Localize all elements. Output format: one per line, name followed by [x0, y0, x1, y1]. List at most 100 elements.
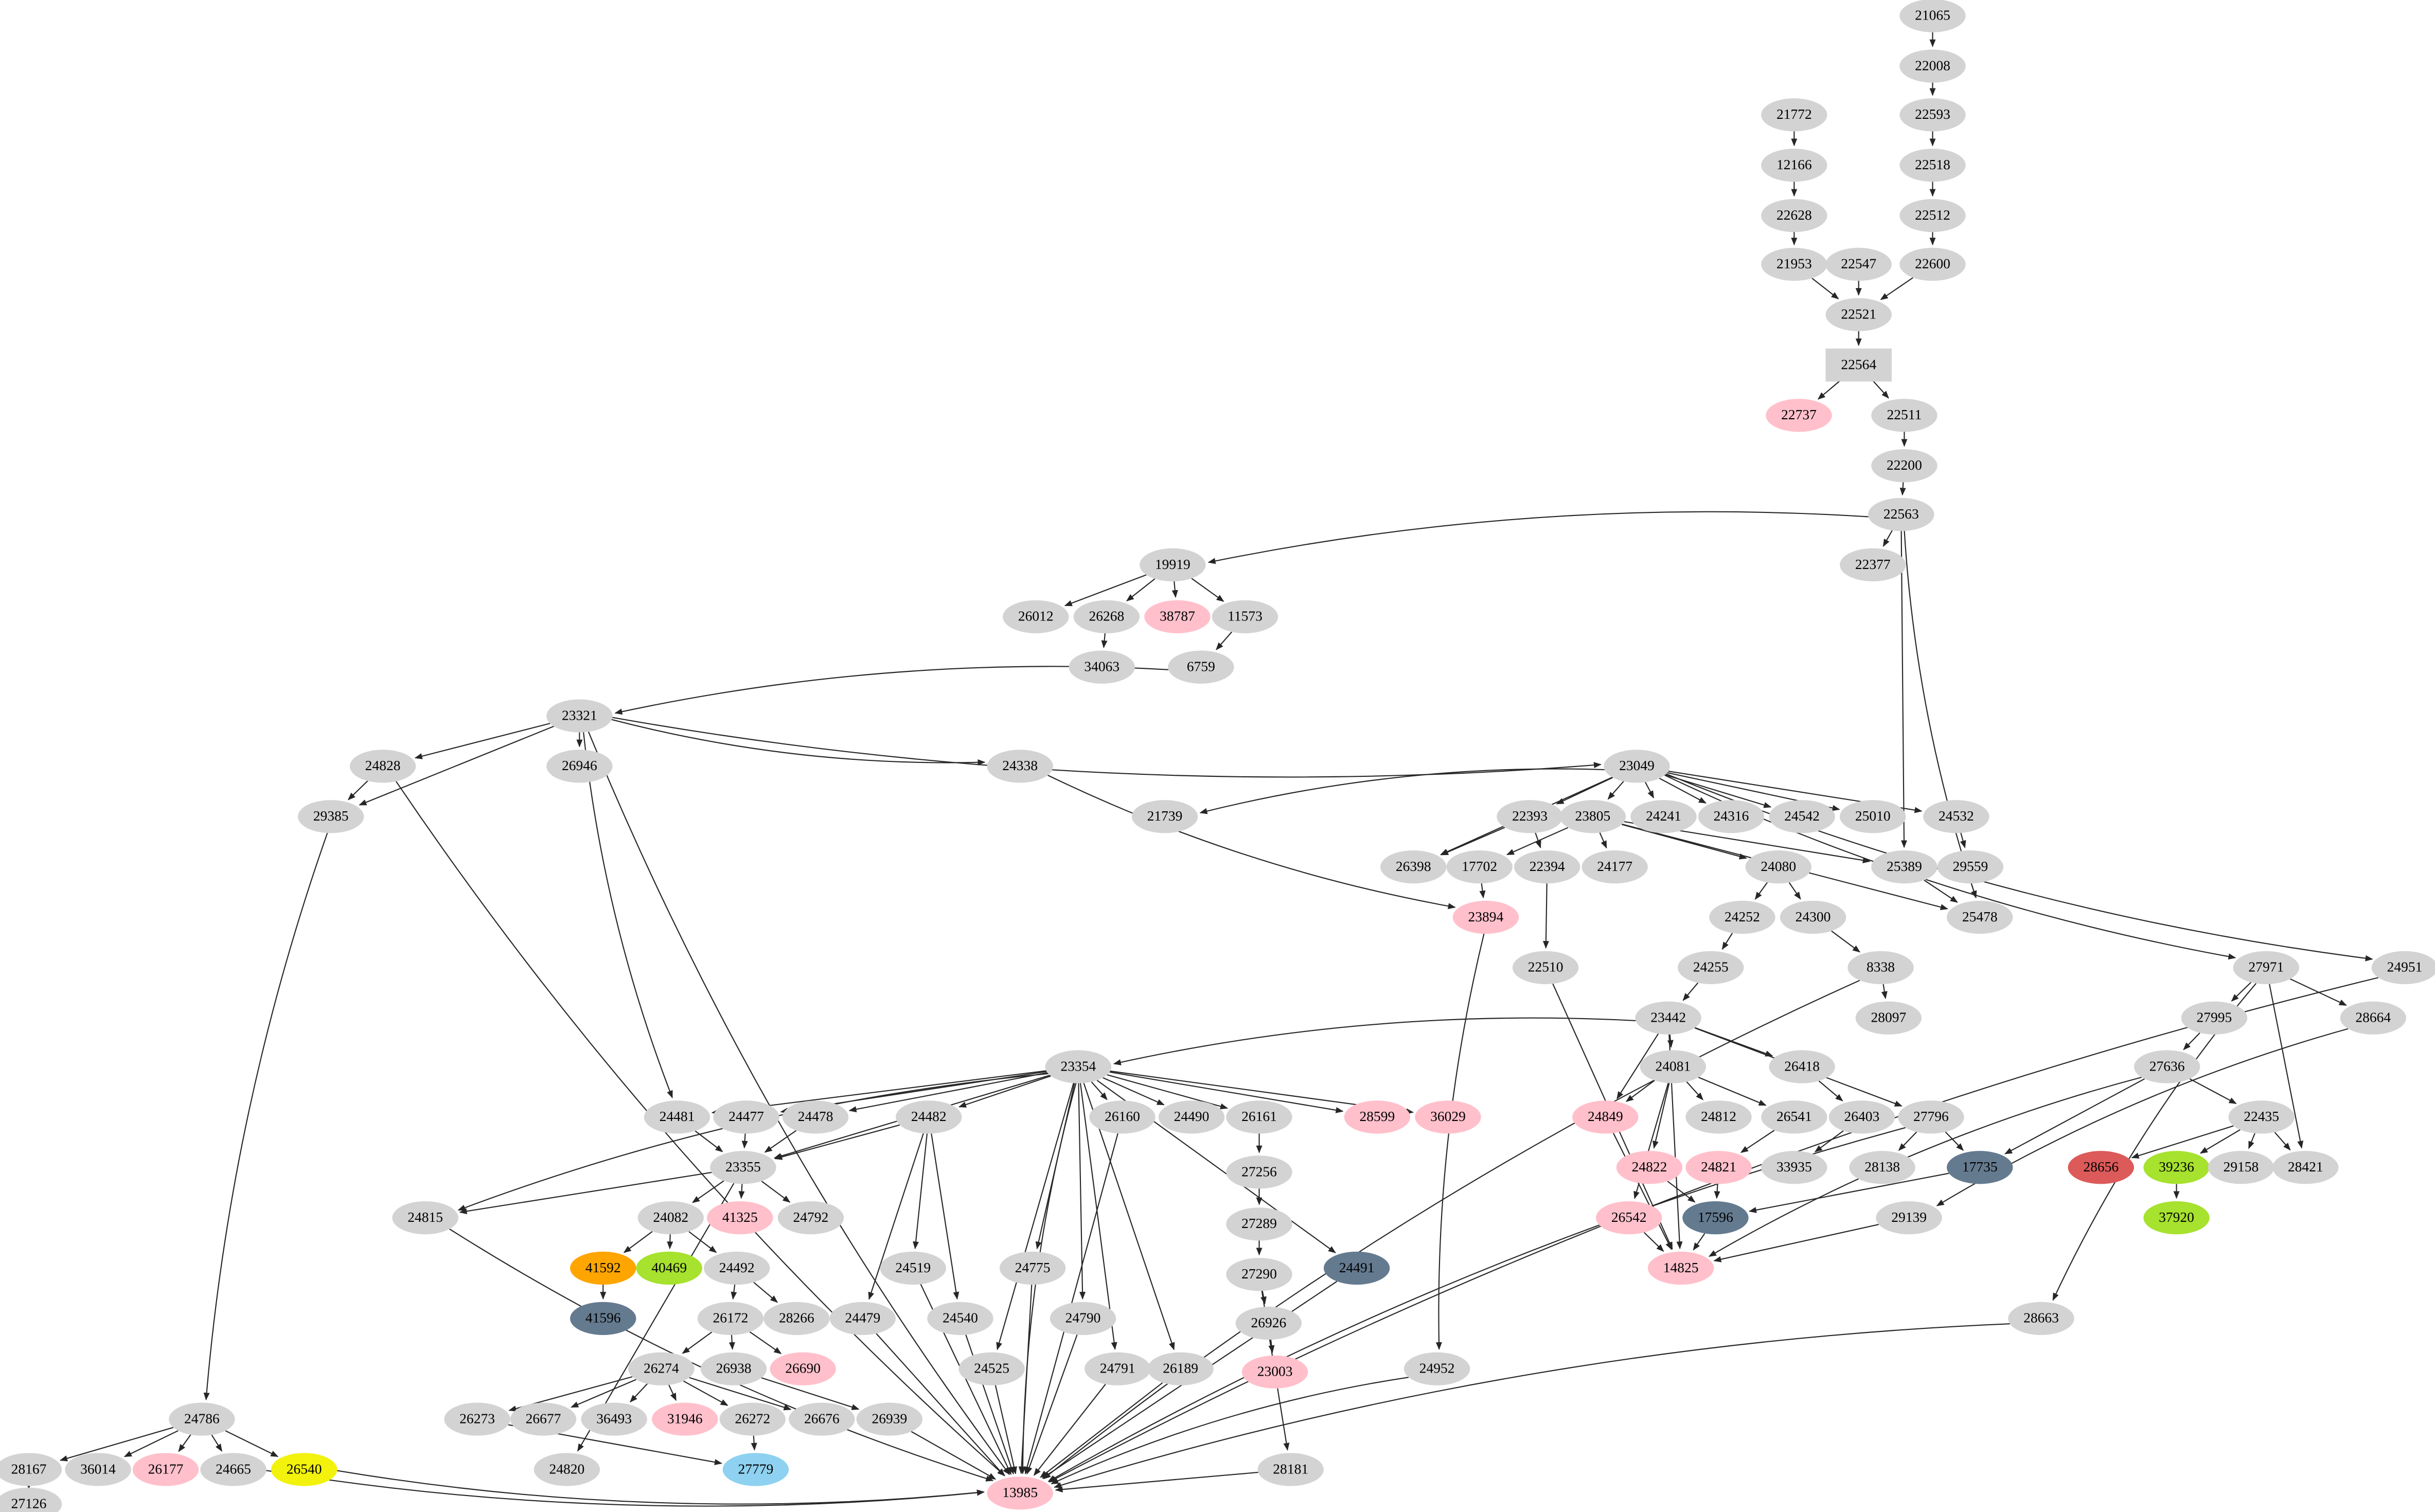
graph-edge-24821-17596	[1714, 1184, 1720, 1199]
graph-edge-19919-38787	[1171, 581, 1178, 598]
node-shape-23355	[710, 1151, 776, 1184]
node-shape-24241	[1630, 800, 1697, 833]
node-shape-24812	[1685, 1100, 1752, 1134]
graph-edge-23354-24791	[1079, 1083, 1117, 1350]
graph-node-24786: 24786	[169, 1402, 235, 1436]
node-shape-22377	[1840, 548, 1906, 582]
node-shape-17596	[1682, 1201, 1749, 1235]
node-shape-25010	[1840, 800, 1906, 833]
graph-node-24828: 24828	[349, 750, 416, 783]
graph-node-26676: 26676	[789, 1402, 855, 1436]
graph-edge-22563-25478	[1904, 530, 1977, 899]
graph-edge-24492-28266	[753, 1282, 778, 1303]
graph-edge-23805-17702	[1506, 827, 1569, 856]
graph-edge-22600-22521	[1880, 277, 1914, 300]
node-shape-24828	[349, 750, 416, 783]
node-shape-24082	[637, 1201, 704, 1235]
graph-edge-26540-13985	[337, 1470, 985, 1505]
graph-node-26177: 26177	[132, 1453, 199, 1486]
graph-node-27126: 27126	[0, 1487, 62, 1512]
graph-edge-24300-8338	[1831, 930, 1861, 953]
graph-node-40469: 40469	[636, 1251, 702, 1285]
node-shape-24786	[169, 1402, 235, 1436]
node-shape-29385	[297, 800, 364, 833]
node-shape-27636	[2134, 1050, 2200, 1083]
graph-edge-24252-24255	[1721, 933, 1733, 950]
graph-node-13985: 13985	[987, 1477, 1053, 1510]
graph-edge-26418-26403	[1818, 1080, 1843, 1101]
graph-node-24479: 24479	[829, 1302, 896, 1335]
graph-edge-24082-41592	[623, 1231, 653, 1253]
graph-edge-24786-26177	[178, 1434, 191, 1452]
graph-edge-8338-28097	[1881, 984, 1888, 1000]
node-shape-28421	[2272, 1151, 2339, 1184]
graph-node-22564: 22564	[1825, 348, 1892, 382]
node-shape-24542	[1769, 800, 1835, 833]
graph-node-23355: 23355	[710, 1151, 776, 1184]
graph-edge-26403-33935	[1814, 1130, 1844, 1152]
graph-edge-26172-26690	[749, 1331, 782, 1355]
node-shape-41596	[570, 1302, 636, 1335]
node-shape-22737	[1766, 399, 1832, 432]
node-shape-27290	[1226, 1258, 1292, 1291]
graph-edge-29139-14825	[1713, 1224, 1879, 1262]
graph-edge-23354-24525	[996, 1083, 1074, 1350]
node-shape-24490	[1158, 1100, 1225, 1134]
graph-edge-24482-24540	[931, 1133, 959, 1300]
node-shape-23894	[1452, 900, 1519, 934]
graph-node-26272: 26272	[719, 1402, 786, 1436]
node-shape-22200	[1871, 449, 1938, 483]
graph-edge-27995-27636	[2183, 1032, 2200, 1051]
graph-node-22547: 22547	[1825, 247, 1892, 281]
graph-node-27995: 27995	[2181, 1001, 2248, 1035]
graph-node-22394: 22394	[1514, 850, 1580, 884]
graph-edge-24786-24665	[211, 1434, 223, 1452]
graph-node-27796: 27796	[1898, 1100, 1964, 1134]
node-shape-26946	[546, 750, 613, 783]
graph-node-11573: 11573	[1212, 600, 1278, 633]
node-shape-28664	[2340, 1001, 2407, 1035]
node-shape-24540	[927, 1302, 993, 1335]
graph-node-23894: 23894	[1452, 900, 1519, 934]
graph-node-22593: 22593	[1899, 98, 1966, 132]
graph-node-26403: 26403	[1828, 1100, 1895, 1134]
graph-edge-29385-24786	[203, 832, 328, 1401]
graph-edge-24481-23355	[695, 1130, 723, 1152]
node-shape-22628	[1761, 199, 1827, 233]
node-shape-26273	[444, 1402, 510, 1436]
node-shape-24519	[880, 1251, 946, 1285]
graph-edge-24492-26172	[731, 1284, 737, 1300]
graph-edge-24786-36014	[123, 1430, 179, 1457]
node-shape-31946	[652, 1402, 718, 1436]
graph-edge-24478-23355	[764, 1130, 797, 1153]
graph-node-21953: 21953	[1761, 247, 1827, 281]
graph-node-27256: 27256	[1226, 1155, 1292, 1189]
node-shape-25478	[1947, 900, 2013, 934]
graph-node-23049: 23049	[1604, 750, 1670, 783]
graph-edge-19919-11573	[1191, 578, 1224, 602]
graph-edge-24822-17596	[1667, 1181, 1696, 1203]
node-shape-24952	[1403, 1352, 1470, 1385]
graph-edge-26274-26676	[689, 1377, 792, 1411]
graph-node-22435: 22435	[2228, 1100, 2295, 1134]
graph-edge-24082-24492	[688, 1231, 717, 1253]
node-shape-24478	[782, 1100, 849, 1134]
node-shape-26268	[1073, 600, 1140, 633]
graph-edge-22393-22394	[1535, 832, 1541, 849]
graph-node-24525: 24525	[958, 1352, 1025, 1385]
graph-node-27290: 27290	[1226, 1258, 1292, 1291]
graph-edge-24080-24252	[1754, 882, 1768, 900]
graph-node-26946: 26946	[546, 750, 613, 783]
node-shape-38787	[1144, 600, 1211, 633]
node-shape-24481	[644, 1100, 710, 1134]
node-shape-24525	[958, 1352, 1025, 1385]
graph-edge-23049-24241	[1645, 781, 1655, 799]
graph-edge-24791-13985	[1033, 1383, 1106, 1476]
node-shape-26177	[132, 1453, 199, 1486]
graph-node-24482: 24482	[896, 1100, 962, 1134]
node-shape-24775	[999, 1251, 1066, 1285]
graph-node-24177: 24177	[1581, 850, 1648, 884]
node-shape-28167	[0, 1453, 62, 1486]
node-shape-24822	[1616, 1151, 1683, 1184]
